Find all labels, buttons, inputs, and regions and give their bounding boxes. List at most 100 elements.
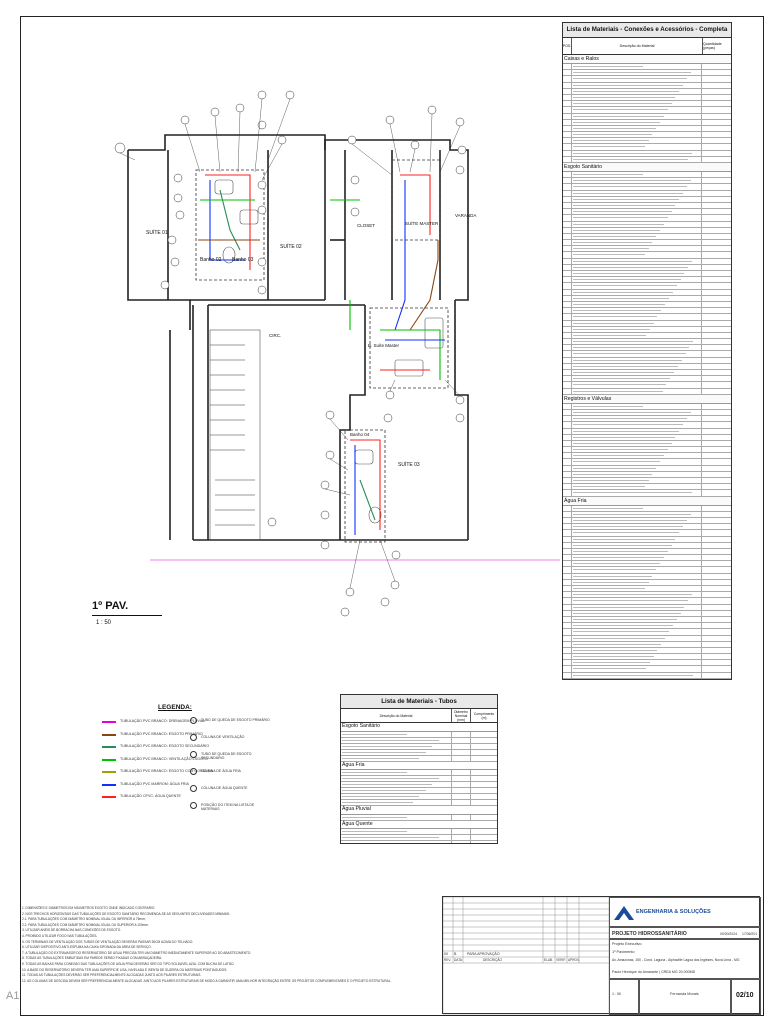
table-row <box>563 351 731 358</box>
pipes-table-title: Lista de Materiais - Tubos <box>341 695 497 709</box>
table-row <box>563 283 731 290</box>
table-row <box>563 641 731 648</box>
approval-label: PARA APROVAÇÃO <box>467 952 500 956</box>
legend-line-swatch <box>102 783 116 786</box>
legend-line-label: TUBULAÇÃO PVC BRANCO: DRENAGEM PLUVIAL <box>120 719 206 723</box>
materials-section: Registros e Válvulas <box>563 394 731 404</box>
table-row <box>563 339 731 346</box>
table-row <box>563 660 731 667</box>
table-row <box>563 561 731 568</box>
header-qty: Quantidade (peças) <box>703 42 722 50</box>
table-row <box>563 332 731 340</box>
header-length: Comprimento (m) <box>473 711 495 720</box>
table-row <box>563 555 731 562</box>
note-line: 12. AS COLUNAS DE DESCIDA DEVEM SER PREF… <box>22 978 392 983</box>
room-label: VARANDA <box>455 213 477 218</box>
rev-head: APROV. <box>568 958 580 962</box>
room-label: B. Suíte Master <box>368 343 400 348</box>
legend-line-swatch <box>102 746 116 748</box>
date-2: 17/06/201 <box>742 932 758 936</box>
legend-symbol-icon <box>190 717 197 724</box>
table-row <box>563 666 731 673</box>
table-row <box>341 749 497 756</box>
drawn-by: Fernanda Morais <box>670 992 699 996</box>
company-logo: ENGENHARIA & SOLUÇÕES <box>609 897 761 927</box>
table-row <box>563 604 731 611</box>
legend-symbol-label: COLUNA DE ÁGUA FRIA <box>201 769 241 773</box>
room-label: CIRC. <box>269 333 282 338</box>
table-row <box>563 517 731 525</box>
table-row <box>563 202 731 210</box>
table-row <box>563 308 731 315</box>
table-row <box>563 376 731 383</box>
note-line: 5. OS TERMINAIS DE VENTILAÇÃO DOS TUBOS … <box>22 939 194 944</box>
legend-line-swatch <box>102 758 116 761</box>
table-row <box>563 370 731 377</box>
note-line: 10. A BASE DO RESERVATÓRIO DEVERÁ TER UM… <box>22 967 228 972</box>
stairs <box>209 329 261 541</box>
legend-symbol-label: POSIÇÃO DO ITEM NA LISTA DE MATERIAIS <box>201 803 255 811</box>
legend-line-label: TUBULAÇÃO PVC BRANCO: ESGOTO SECUNDÁRIO <box>120 744 209 748</box>
table-row <box>341 743 497 750</box>
note-line: 2. NOS TRECHOS HORIZONTAIS DAS TUBULAÇÕE… <box>22 911 230 916</box>
header-desc: Descrição do Material <box>341 709 452 722</box>
table-row <box>563 524 731 531</box>
legend-symbol-label: COLUNA DE VENTILAÇÃO <box>201 735 245 739</box>
header-desc: Descrição do Material <box>572 38 703 54</box>
project-floor: 1º Pavimento <box>612 950 635 954</box>
table-row <box>563 453 731 460</box>
table-row <box>341 829 497 835</box>
rev-head: REV. <box>444 958 452 962</box>
table-row <box>563 592 731 599</box>
drawn-by-cell: Fernanda Morais <box>639 979 731 1015</box>
table-row <box>563 144 731 151</box>
table-row <box>563 616 731 624</box>
note-line: 3. UTILIZAR ANÉIS DE BORRACHA NAS CONEXÕ… <box>22 928 122 933</box>
project-owner: Paulo Henrique do Amarante | CREA MG 20.… <box>612 970 696 974</box>
room-label: SUÍTE 02 <box>280 244 302 250</box>
table-row <box>563 70 731 77</box>
table-row <box>563 678 731 679</box>
legend-line-label: TUBULAÇÃO PVC MARROM: ÁGUA FRIA <box>120 781 189 786</box>
room-label: Banho 04 <box>350 432 370 437</box>
pipes-section: Água Pluvial <box>341 806 497 815</box>
table-row <box>563 190 731 197</box>
table-row <box>563 465 731 472</box>
materials-section: Água Fria <box>563 496 731 506</box>
table-row <box>563 326 731 333</box>
table-row <box>341 800 497 806</box>
table-row <box>563 94 731 102</box>
table-row <box>563 447 731 454</box>
project-subtitle: Projeto Executivo <box>612 942 642 946</box>
table-row <box>341 788 497 794</box>
table-row <box>563 64 731 71</box>
table-row <box>341 782 497 788</box>
table-row <box>563 434 731 441</box>
table-row <box>563 125 731 133</box>
table-row <box>563 246 731 253</box>
rev-head: DESCRIÇÃO <box>483 958 502 962</box>
table-row <box>563 107 731 114</box>
date-1: 00/00/2024 <box>720 932 737 936</box>
drawing-frame <box>20 16 764 1016</box>
table-row <box>563 654 731 661</box>
table-row <box>563 471 731 478</box>
legend-line-swatch <box>102 771 116 773</box>
note-line: 4. PROIBIDO UTILIZAR FOGO NAS TUBULAÇÕES… <box>22 933 98 938</box>
table-row <box>563 82 731 89</box>
company-logo-icon <box>614 906 634 920</box>
room-label: CLOSET <box>357 223 376 228</box>
rev-head: ELAB. <box>544 958 554 962</box>
legend-line-label: TUBULAÇÃO PVC BRANCO: VENTILAÇÃO ESGOTO <box>120 756 208 761</box>
table-row <box>563 403 731 410</box>
table-row <box>563 271 731 278</box>
table-row <box>341 755 497 762</box>
table-row <box>563 258 731 265</box>
table-row <box>563 150 731 157</box>
table-row <box>563 138 731 145</box>
legend-line-label: TUBULAÇÃO CPVC: ÁGUA QUENTE <box>120 794 181 798</box>
table-row <box>563 295 731 302</box>
